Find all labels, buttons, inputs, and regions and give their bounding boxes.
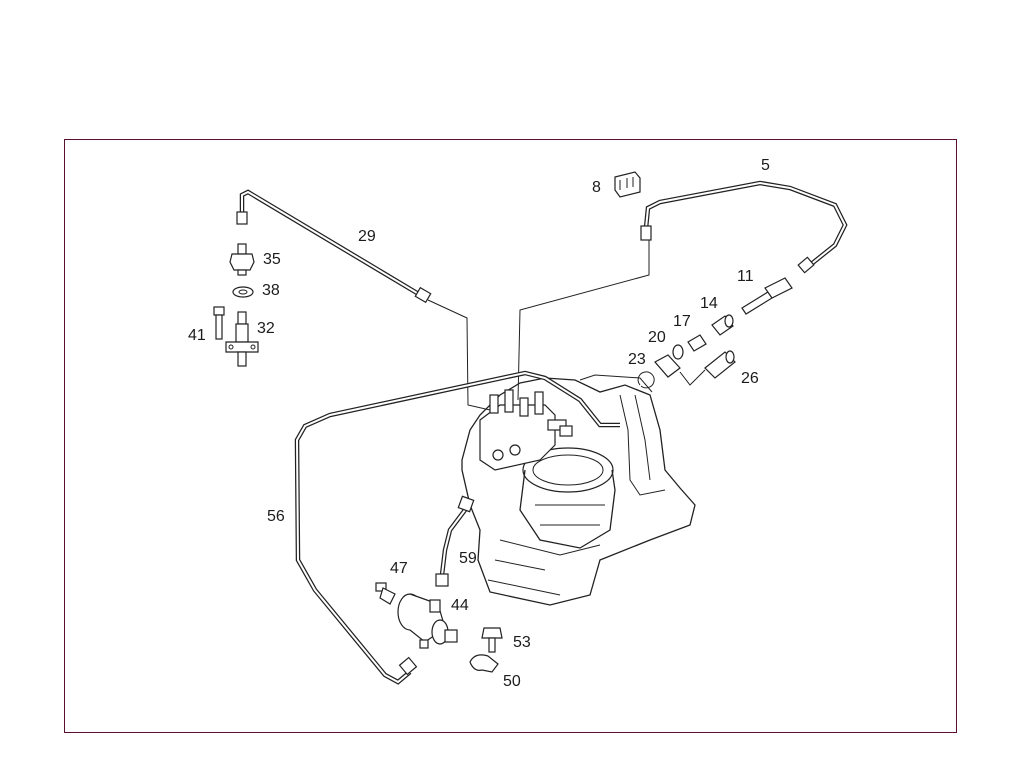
callout-29[interactable]: 29 (358, 228, 376, 245)
callout-17[interactable]: 17 (673, 313, 691, 330)
fuel-distributor (479, 389, 573, 471)
fuel-line-29 (236, 189, 491, 411)
fuel-line-5 (517, 180, 848, 401)
fuel-line-59 (435, 495, 475, 587)
callout-20[interactable]: 20 (648, 329, 666, 346)
callout-53[interactable]: 53 (513, 634, 531, 651)
ring-20 (672, 344, 684, 360)
callout-56[interactable]: 56 (267, 508, 285, 525)
banjo-bolt-35 (229, 243, 255, 276)
fuel-line-56 (294, 370, 620, 685)
callout-23[interactable]: 23 (628, 351, 646, 368)
sleeve-14 (711, 314, 734, 336)
callout-26[interactable]: 26 (741, 370, 759, 387)
fitting-26 (704, 350, 736, 379)
callout-44[interactable]: 44 (451, 597, 469, 614)
callout-41[interactable]: 41 (188, 327, 206, 344)
callout-35[interactable]: 35 (263, 251, 281, 268)
screw-41 (213, 306, 225, 340)
callout-11[interactable]: 11 (737, 268, 754, 285)
intake-manifold (461, 371, 696, 606)
callout-8[interactable]: 8 (592, 179, 601, 196)
bolt-47 (375, 582, 396, 605)
bolt-53 (481, 627, 503, 653)
callout-38[interactable]: 38 (262, 282, 280, 299)
seal-17 (687, 334, 707, 352)
diagram-frame (64, 139, 957, 733)
callout-47[interactable]: 47 (390, 560, 408, 577)
injector-11 (741, 277, 793, 315)
washer-38 (232, 286, 254, 298)
connector-8 (614, 171, 641, 198)
callout-5[interactable]: 5 (761, 157, 770, 174)
valve-32 (225, 311, 259, 367)
callout-59[interactable]: 59 (459, 550, 477, 567)
clamp-23 (654, 354, 706, 386)
clip-50 (469, 654, 499, 673)
throttle-body (519, 447, 616, 549)
callout-32[interactable]: 32 (257, 320, 275, 337)
pressure-regulator-44 (397, 593, 458, 649)
callout-14[interactable]: 14 (700, 295, 718, 312)
callout-50[interactable]: 50 (503, 673, 521, 690)
